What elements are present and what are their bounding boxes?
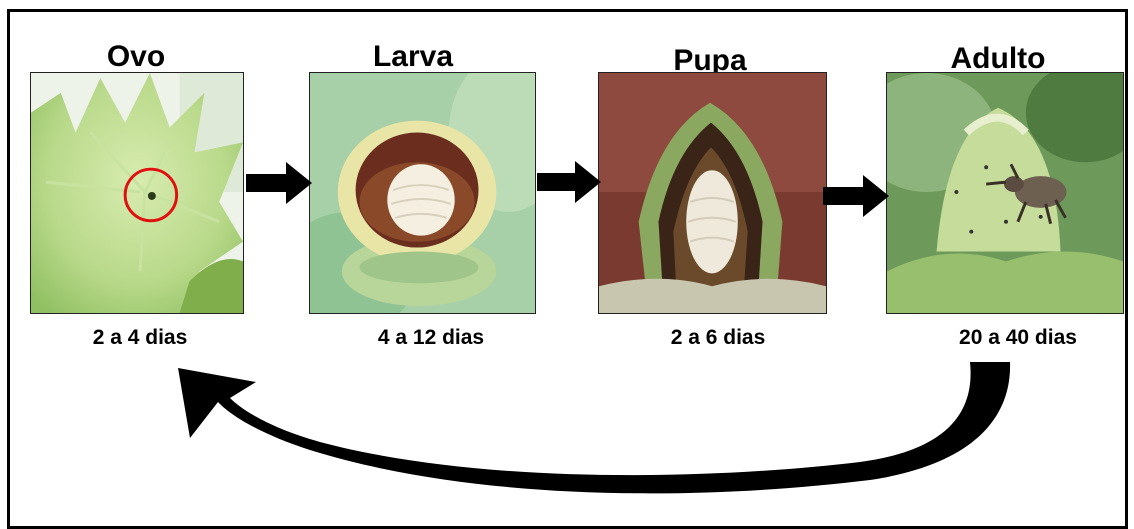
pupa-photo [598, 72, 827, 314]
adult-photo [886, 72, 1124, 314]
arrow-pupa-to-adult [823, 175, 889, 217]
arrow-egg-to-larva [246, 162, 312, 204]
duration-adulto: 20 a 40 dias [898, 326, 1134, 350]
egg-photo [30, 72, 244, 314]
cycle-return-arrow [170, 350, 1030, 510]
larva-photo [309, 72, 536, 314]
stage-title-ovo: Ovo [26, 42, 246, 72]
arrow-larva-to-pupa [537, 161, 601, 203]
duration-pupa: 2 a 6 dias [598, 326, 838, 350]
stage-title-larva: Larva [303, 42, 523, 72]
duration-larva: 4 a 12 dias [311, 326, 551, 350]
duration-ovo: 2 a 4 dias [20, 326, 260, 350]
stage-title-adulto: Adulto [888, 44, 1108, 74]
